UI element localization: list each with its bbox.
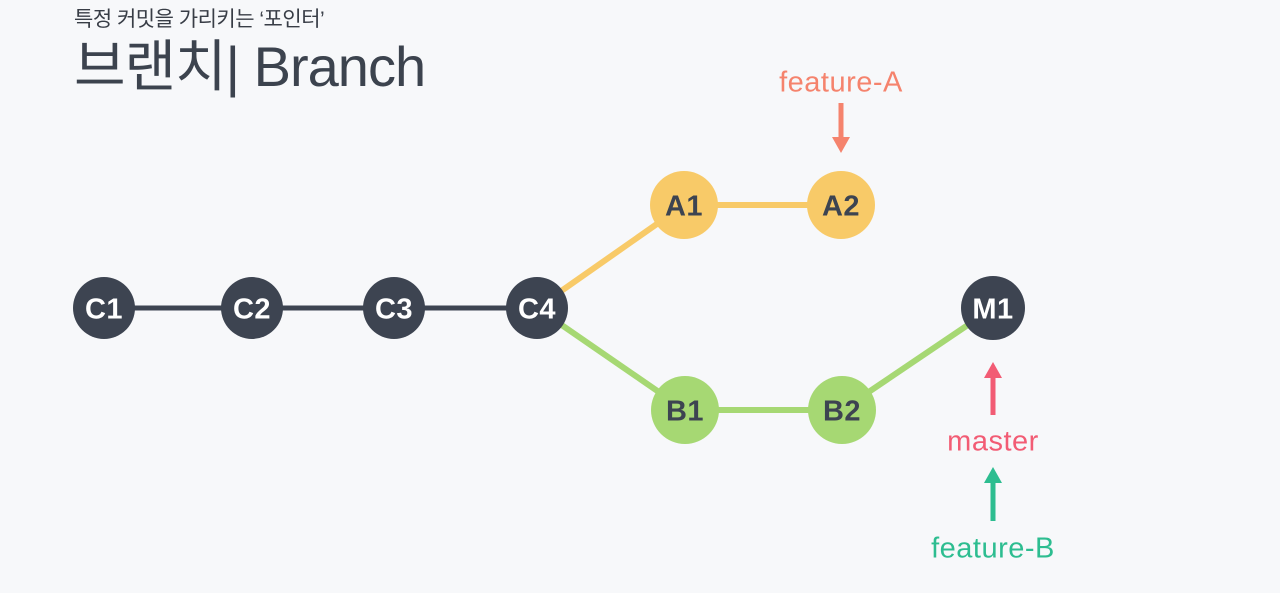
branch-label-feature-B: feature-B bbox=[931, 532, 1055, 564]
commit-circle-C4 bbox=[506, 277, 568, 339]
commit-circle-B2 bbox=[808, 376, 876, 444]
commit-node-B2: B2 bbox=[808, 376, 876, 444]
commit-label-A1: A1 bbox=[665, 190, 703, 222]
commit-label-M1: M1 bbox=[972, 293, 1013, 325]
commit-label-B2: B2 bbox=[823, 395, 861, 427]
branch-pointer-feature-A: feature-A bbox=[779, 66, 903, 153]
commit-circle-B1 bbox=[651, 376, 719, 444]
commit-circle-C3 bbox=[363, 277, 425, 339]
commit-node-C2: C2 bbox=[221, 277, 283, 339]
branch-arrow-head-feature-B bbox=[984, 467, 1002, 483]
commit-label-A2: A2 bbox=[822, 190, 860, 222]
branch-label-feature-A: feature-A bbox=[779, 66, 903, 98]
commit-circle-M1 bbox=[961, 276, 1025, 340]
commit-label-B1: B1 bbox=[666, 395, 704, 427]
branch-pointer-master: master bbox=[947, 362, 1039, 457]
commit-node-M1: M1 bbox=[961, 276, 1025, 340]
commit-node-C1: C1 bbox=[73, 277, 135, 339]
page-title: 브랜치| Branch bbox=[74, 35, 426, 99]
commit-node-A1: A1 bbox=[650, 171, 718, 239]
commit-node-A2: A2 bbox=[807, 171, 875, 239]
commit-label-C1: C1 bbox=[85, 293, 123, 325]
commit-circle-C2 bbox=[221, 277, 283, 339]
commit-label-C4: C4 bbox=[518, 293, 556, 325]
commit-node-C3: C3 bbox=[363, 277, 425, 339]
header: 특정 커밋을 가리키는 ‘포인터’ 브랜치| Branch bbox=[74, 6, 426, 99]
branch-arrow-head-master bbox=[984, 362, 1002, 378]
branch-arrow-head-feature-A bbox=[832, 137, 850, 153]
commit-circle-A1 bbox=[650, 171, 718, 239]
commit-circle-A2 bbox=[807, 171, 875, 239]
page-subtitle: 특정 커밋을 가리키는 ‘포인터’ bbox=[74, 8, 325, 31]
branch-pointer-feature-B: feature-B bbox=[931, 467, 1055, 564]
branch-label-master: master bbox=[947, 425, 1039, 457]
commit-label-C2: C2 bbox=[233, 293, 271, 325]
commit-label-C3: C3 bbox=[375, 293, 413, 325]
commit-node-C4: C4 bbox=[506, 277, 568, 339]
commit-node-B1: B1 bbox=[651, 376, 719, 444]
commit-circle-C1 bbox=[73, 277, 135, 339]
